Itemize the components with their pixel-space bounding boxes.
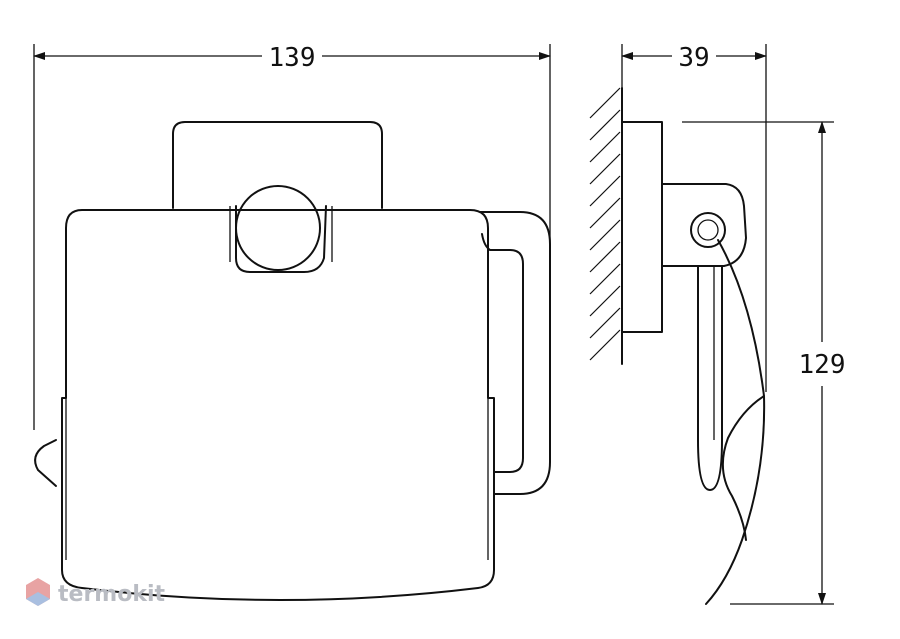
dim-width-label: 139: [269, 43, 316, 73]
dim-height-label: 129: [799, 350, 846, 380]
side-mount-plate: [621, 121, 663, 333]
front-hinge-bracket: [235, 205, 327, 273]
front-roll-arm: [479, 211, 551, 495]
front-cover-side-line: [65, 398, 489, 560]
front-wall-plate: [172, 121, 383, 209]
wall-hatching: [589, 87, 621, 361]
dimensions: 139 39 129: [33, 43, 846, 605]
front-left-tab: [34, 439, 57, 487]
side-knob-inner: [697, 219, 719, 241]
side-cover-inner: [721, 395, 765, 541]
side-roll-arm: [697, 265, 723, 491]
front-knob: [235, 185, 321, 271]
side-body: [661, 183, 747, 267]
front-cover: [61, 209, 495, 601]
watermark-text: termokit: [58, 582, 165, 607]
side-cover: [705, 239, 766, 605]
front-view: [34, 121, 551, 601]
side-knob-outer: [690, 212, 726, 248]
dim-depth-label: 39: [678, 43, 709, 73]
front-hinge-inner: [229, 206, 333, 262]
watermark-logo-icon: [26, 578, 50, 606]
side-view: [589, 87, 766, 605]
watermark: termokit: [26, 578, 165, 607]
